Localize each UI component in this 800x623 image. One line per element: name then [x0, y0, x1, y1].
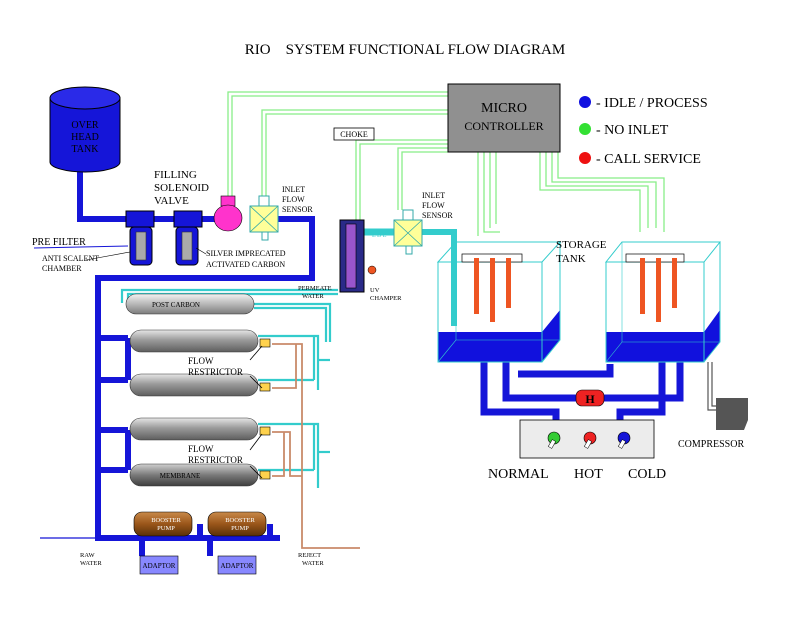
inlet-sensor-1-label-3: SENSOR [282, 205, 313, 214]
membrane-label: MEMBRANE [160, 472, 200, 480]
anti-scalent-pointer [85, 251, 131, 261]
tap-normal-label: NORMAL [488, 467, 549, 482]
filling-solenoid-valve [213, 195, 243, 232]
choke-label: CHOKE [340, 130, 368, 139]
reject-pipes [272, 343, 360, 549]
tap-panel [519, 419, 655, 459]
reject-water-label-1: REJECT [298, 552, 321, 559]
tank2-rod-1 [640, 258, 645, 314]
inlet-sensor-2-label-1: INLET [422, 191, 445, 200]
ro-housing-3 [129, 417, 259, 441]
raw-water-label-1: RAW [80, 552, 96, 559]
uv-lamp-label: L D E [372, 233, 387, 239]
legend-label-call-service: - CALL SERVICE [596, 152, 701, 167]
compressor-label: COMPRESSOR [678, 439, 744, 450]
silver-carbon-pointer [195, 247, 207, 255]
pre-filter-label: PRE FILTER [32, 237, 86, 248]
booster-pump-1: BOOSTER PUMP [133, 511, 193, 537]
booster-pump-2-label-1: BOOSTER [225, 517, 255, 524]
anti-scalent-label-1: ANTI SCALENT [42, 254, 99, 263]
legend-dot-no-inlet [579, 123, 591, 135]
uv-chamber: L D E [339, 219, 387, 293]
overhead-tank-label-2: HEAD [71, 132, 99, 143]
post-carbon-label: POST CARBON [152, 301, 200, 309]
storage-tank-2 [604, 241, 722, 363]
uv-chamber-label-2: CHAMPER [370, 295, 402, 302]
heater-label: H [585, 392, 595, 406]
adaptor-2-label: ADAPTOR [221, 562, 254, 570]
permeate-water-label-2: WATER [302, 293, 324, 300]
ro-housing-2 [129, 373, 259, 397]
storage-tank-label-2: TANK [556, 253, 586, 265]
ro-housing-1 [129, 329, 259, 353]
permeate-pipes [120, 230, 456, 488]
adaptor-2: ADAPTOR [217, 555, 257, 575]
pre-filter-arrow [33, 245, 129, 249]
inlet-sensor-2-label-3: SENSOR [422, 211, 453, 220]
booster-pump-2: BOOSTER PUMP [207, 511, 267, 537]
filling-solenoid-label-2: SOLENOID [154, 182, 209, 194]
tap-cold-label: COLD [628, 467, 666, 482]
silver-carbon-chamber [173, 210, 203, 266]
overhead-tank: OVER HEAD TANK [49, 86, 121, 173]
controller-label-1: MICRO [481, 101, 527, 116]
compressor [707, 362, 748, 430]
booster-pump-1-label-2: PUMP [157, 525, 175, 532]
overhead-tank-label-3: TANK [72, 144, 100, 155]
tap-hot-label: HOT [574, 467, 603, 482]
legend-dot-idle [579, 96, 591, 108]
restrictor-arrows [249, 345, 263, 479]
storage-tank-1 [436, 241, 562, 363]
inlet-sensor-1-label-1: INLET [282, 185, 305, 194]
uv-chamber-label-1: UV [370, 287, 380, 294]
tank1-rod-2 [490, 258, 495, 322]
adaptor-1-label: ADAPTOR [143, 562, 176, 570]
micro-controller: MICRO CONTROLLER [447, 83, 561, 153]
filling-solenoid-label-1: FILLING [154, 169, 197, 181]
legend-label-idle: - IDLE / PROCESS [596, 96, 708, 111]
flow-restrictor-1-label-1: FLOW [188, 356, 214, 366]
inlet-flow-sensor-1 [249, 195, 279, 241]
storage-outlet-pipes [480, 362, 684, 420]
reject-water-label-2: WATER [302, 560, 324, 567]
tank1-rod-1 [474, 258, 479, 314]
tank2-rod-3 [672, 258, 677, 308]
silver-carbon-label-2: ACTIVATED CARBON [206, 260, 285, 269]
signal-wires [227, 91, 665, 236]
flow-restrictor-2-label-1: FLOW [188, 444, 214, 454]
tank-inlet-pipe [420, 229, 457, 326]
controller-label-2: CONTROLLER [464, 119, 543, 133]
booster-pump-1-label-1: BOOSTER [151, 517, 181, 524]
overhead-tank-label-1: OVER [71, 120, 99, 131]
permeate-water-label-1: PERMEATE [298, 285, 332, 292]
diagram-title: RIO SYSTEM FUNCTIONAL FLOW DIAGRAM [245, 42, 565, 58]
post-carbon-filter: POST CARBON [125, 293, 255, 315]
legend-label-no-inlet: - NO INLET [596, 123, 669, 138]
raw-water-label-2: WATER [80, 560, 102, 567]
storage-tank-label-1: STORAGE [556, 239, 607, 251]
legend: - IDLE / PROCESS - NO INLET - CALL SERVI… [579, 96, 708, 167]
legend-dot-call-service [579, 152, 591, 164]
tank1-rod-3 [506, 258, 511, 308]
flow-restrictor-2-label-2: RESTRICTOR [188, 455, 243, 465]
filling-solenoid-label-3: VALVE [154, 195, 189, 207]
flow-restrictors [259, 338, 271, 480]
membrane-housing: MEMBRANE [129, 463, 259, 487]
choke: CHOKE [333, 127, 375, 141]
anti-scalent-label-2: CHAMBER [42, 264, 82, 273]
flow-restrictor-1-label-2: RESTRICTOR [188, 367, 243, 377]
anti-scalent-chamber [125, 210, 155, 266]
inlet-sensor-2-label-2: FLOW [422, 201, 445, 210]
adaptor-1: ADAPTOR [139, 555, 179, 575]
silver-carbon-label-1: SILVER IMPRECATED [206, 249, 286, 258]
inlet-sensor-1-label-2: FLOW [282, 195, 305, 204]
raw-water-pipes [77, 170, 315, 556]
inlet-flow-sensor-2 [393, 209, 423, 255]
booster-pump-2-label-2: PUMP [231, 525, 249, 532]
heater: H [575, 389, 605, 407]
tank2-rod-2 [656, 258, 661, 322]
